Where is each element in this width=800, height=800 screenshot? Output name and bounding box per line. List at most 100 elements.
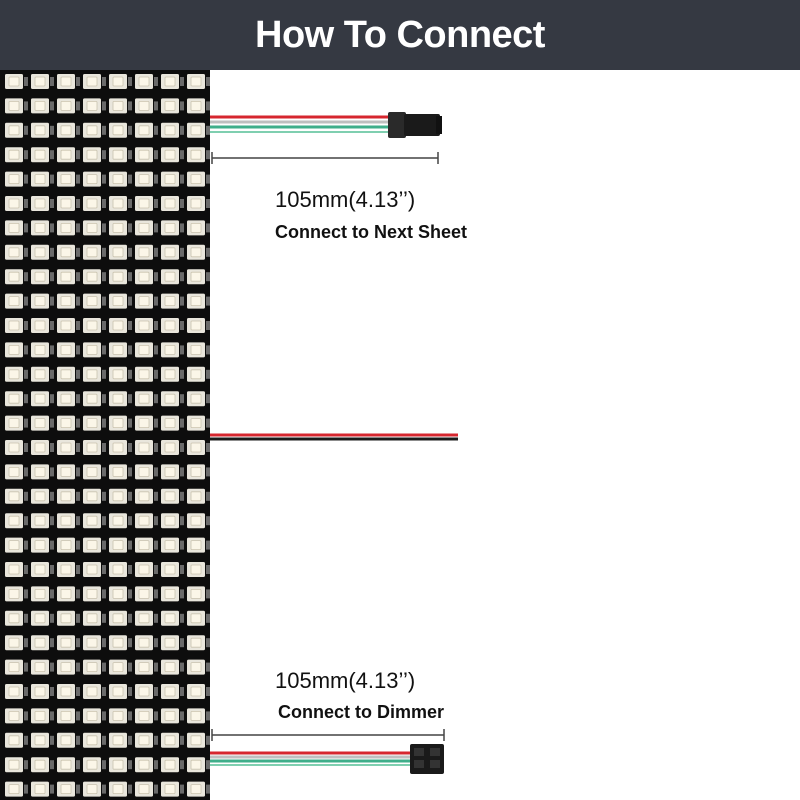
- led-chip: [83, 171, 106, 187]
- led-chip: [135, 366, 158, 382]
- led-chip: [135, 440, 158, 455]
- led-chip: [31, 464, 54, 480]
- led-chip: [187, 98, 210, 114]
- led-chip: [83, 293, 106, 309]
- led-chip: [187, 318, 210, 333]
- led-chip: [57, 513, 80, 529]
- led-chip: [135, 196, 158, 211]
- led-chip: [109, 586, 132, 602]
- led-chip: [57, 415, 80, 431]
- led-chip: [5, 415, 28, 431]
- led-chip: [83, 513, 106, 529]
- led-chip: [31, 122, 54, 138]
- led-chip: [187, 74, 210, 89]
- led-chip: [57, 220, 80, 236]
- led-chip: [83, 781, 106, 797]
- led-chip: [161, 98, 184, 114]
- led-chip: [31, 781, 54, 797]
- led-chip: [57, 342, 80, 358]
- led-chip: [135, 293, 158, 309]
- led-chip: [83, 244, 106, 260]
- led-chip: [135, 244, 158, 260]
- led-chip: [31, 171, 54, 187]
- led-chip: [109, 244, 132, 260]
- led-chip: [187, 610, 210, 626]
- led-matrix-graphic: [0, 70, 210, 800]
- led-chip: [161, 196, 184, 211]
- led-chip: [31, 74, 54, 89]
- led-chip: [161, 562, 184, 577]
- led-chip: [5, 391, 28, 407]
- led-chip: [31, 635, 54, 651]
- led-chip: [5, 537, 28, 553]
- led-chip: [31, 440, 54, 455]
- led-chip: [5, 122, 28, 138]
- led-chip: [5, 342, 28, 358]
- led-chip: [135, 610, 158, 626]
- led-chip: [57, 293, 80, 309]
- led-chip: [5, 220, 28, 236]
- led-chip: [5, 269, 28, 285]
- led-chip: [135, 757, 158, 773]
- led-chip: [135, 562, 158, 577]
- led-chip: [135, 513, 158, 529]
- led-chip: [187, 513, 210, 529]
- led-chip: [5, 781, 28, 797]
- led-chip: [31, 196, 54, 211]
- led-chip: [187, 244, 210, 260]
- led-chip: [135, 220, 158, 236]
- led-chip: [109, 318, 132, 333]
- led-chip: [135, 415, 158, 431]
- led-chip: [83, 391, 106, 407]
- led-chip: [187, 342, 210, 358]
- led-chip: [135, 488, 158, 504]
- led-chip: [109, 635, 132, 651]
- led-board: [0, 70, 210, 800]
- led-chip: [5, 171, 28, 187]
- led-chip: [135, 74, 158, 89]
- led-chip: [109, 122, 132, 138]
- led-chip: [31, 244, 54, 260]
- led-chip: [57, 635, 80, 651]
- led-chip: [109, 464, 132, 480]
- led-chip: [57, 610, 80, 626]
- led-chip: [83, 366, 106, 382]
- led-chip: [5, 196, 28, 211]
- led-chip: [83, 684, 106, 699]
- led-chip: [135, 684, 158, 699]
- led-chip: [135, 708, 158, 724]
- led-chip: [161, 366, 184, 382]
- led-chip: [135, 464, 158, 480]
- led-chip: [57, 757, 80, 773]
- led-chip: [5, 732, 28, 748]
- led-chip: [31, 415, 54, 431]
- led-chip: [31, 757, 54, 773]
- led-chip: [187, 757, 210, 773]
- led-chip: [187, 171, 210, 187]
- led-chip: [31, 488, 54, 504]
- led-chip: [31, 98, 54, 114]
- led-chip: [187, 732, 210, 748]
- led-chip: [187, 269, 210, 285]
- led-chip: [161, 269, 184, 285]
- led-chip: [135, 781, 158, 797]
- led-chip: [31, 684, 54, 699]
- led-chip: [57, 147, 80, 163]
- led-chip: [161, 586, 184, 602]
- led-chip: [5, 708, 28, 724]
- led-chip: [161, 659, 184, 675]
- led-chip: [83, 708, 106, 724]
- led-chip: [187, 684, 210, 699]
- led-chip: [187, 415, 210, 431]
- led-chip: [31, 537, 54, 553]
- led-chip: [135, 147, 158, 163]
- top-connector: [388, 112, 442, 138]
- led-chip: [57, 684, 80, 699]
- led-chip: [109, 513, 132, 529]
- led-chip: [161, 488, 184, 504]
- led-chip: [5, 440, 28, 455]
- led-chip: [187, 293, 210, 309]
- led-chip: [83, 586, 106, 602]
- led-chip: [83, 196, 106, 211]
